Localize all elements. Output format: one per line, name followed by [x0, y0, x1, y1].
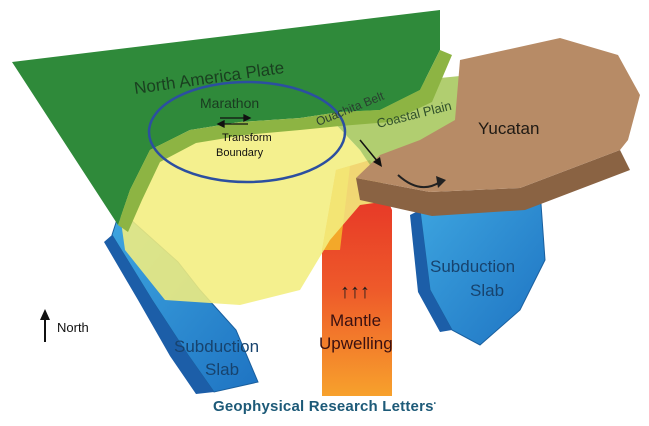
transform-boundary-ellipse: [147, 80, 347, 184]
mantle-arrows-label: ↑↑↑: [340, 281, 370, 303]
coastal-plain-strip: [330, 75, 490, 165]
mantle-label-line2: Upwelling: [319, 334, 393, 353]
plate-margin-band: [118, 50, 452, 232]
subduction-left-line1: Subduction: [174, 337, 259, 356]
left-slab-edge: [104, 235, 214, 394]
motion-arrow-icon: [359, 139, 379, 163]
gulf-plate: [118, 118, 395, 305]
transform-arrows-icon: [216, 113, 252, 129]
transform-label-line2: Boundary: [216, 147, 264, 159]
motion-arrowhead-icon: [373, 157, 382, 167]
subduction-right-line1: Subduction: [430, 257, 515, 276]
marathon-label: Marathon: [200, 95, 259, 111]
right-slab-edge: [410, 210, 452, 332]
transform-label-line1: Transform: [222, 132, 272, 144]
rotation-arrow-icon: [397, 174, 441, 189]
journal-credit: Geophysical Research Letters•: [0, 398, 649, 415]
yucatan-label: Yucatan: [478, 119, 539, 138]
north-label: North: [57, 320, 89, 335]
yucatan-block-side: [356, 150, 630, 216]
yucatan-block: [356, 38, 640, 192]
rotation-arrowhead-icon: [436, 176, 446, 188]
mantle-label-line1: Mantle: [330, 311, 381, 330]
subduction-left-line2: Slab: [205, 360, 239, 379]
subduction-right-line2: Slab: [470, 281, 504, 300]
journal-credit-text: Geophysical Research Letters: [212, 398, 434, 415]
north-arrow-icon: [40, 309, 50, 342]
trademark-mark: •: [433, 401, 436, 407]
